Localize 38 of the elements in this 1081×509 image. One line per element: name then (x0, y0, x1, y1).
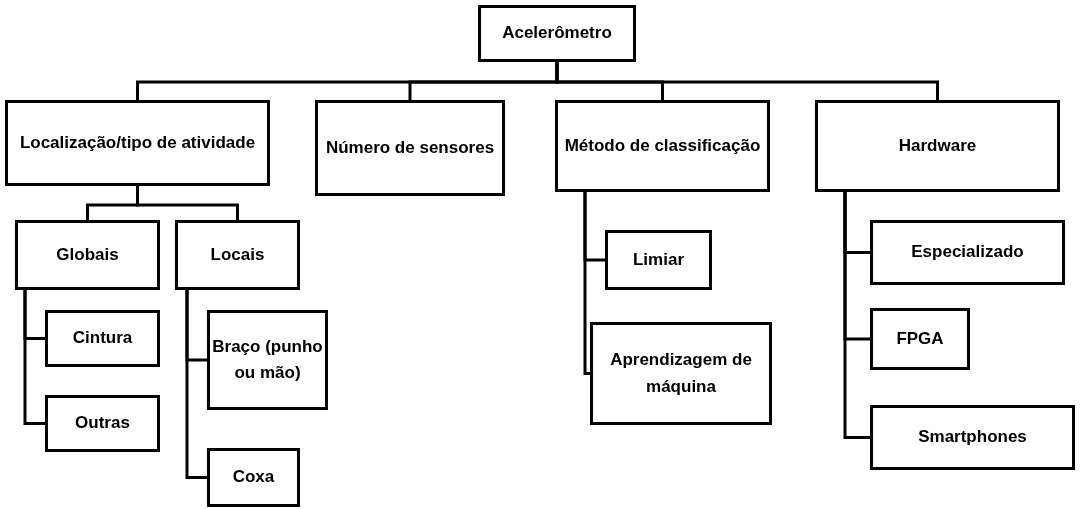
category-box (870, 308, 970, 370)
category-box (555, 100, 770, 192)
category-box (815, 100, 1060, 192)
category-label: Acelerômetro (502, 22, 612, 45)
connector-line (23, 290, 45, 425)
category-label: Cintura (72, 327, 133, 350)
category-box (478, 5, 636, 62)
category-box (207, 448, 300, 507)
category-label: Braço (punho ou mão) (211, 335, 324, 384)
category-box (15, 220, 160, 290)
category-label: Localização/tipo de atividade (19, 131, 256, 154)
category-box (590, 322, 772, 425)
category-label: Coxa (232, 466, 275, 489)
category-label: Método de classificação (564, 134, 761, 157)
category-box (175, 220, 300, 290)
category-label: Hardware (898, 134, 977, 157)
connector-line (843, 192, 870, 439)
category-label: Especializado (911, 241, 1024, 264)
category-box (45, 310, 160, 367)
category-label: Globais (56, 243, 119, 266)
connector-line (555, 62, 939, 100)
category-box (315, 100, 505, 196)
category-box (45, 395, 160, 452)
category-box (870, 405, 1075, 470)
category-label: Smartphones (918, 426, 1027, 449)
category-label: Aprendizagem de máquina (609, 349, 753, 398)
connector-line (583, 192, 590, 375)
category-label: FPGA (896, 327, 944, 350)
category-label: Locais (210, 243, 265, 266)
category-label: Outras (75, 412, 130, 435)
category-box (870, 220, 1065, 285)
category-box (5, 100, 270, 186)
category-label: Limiar (633, 248, 684, 271)
connector-line (136, 186, 239, 220)
connector-line (185, 290, 207, 479)
category-box (207, 310, 328, 410)
category-box (605, 230, 712, 290)
category-label: Número de sensores (325, 136, 495, 159)
